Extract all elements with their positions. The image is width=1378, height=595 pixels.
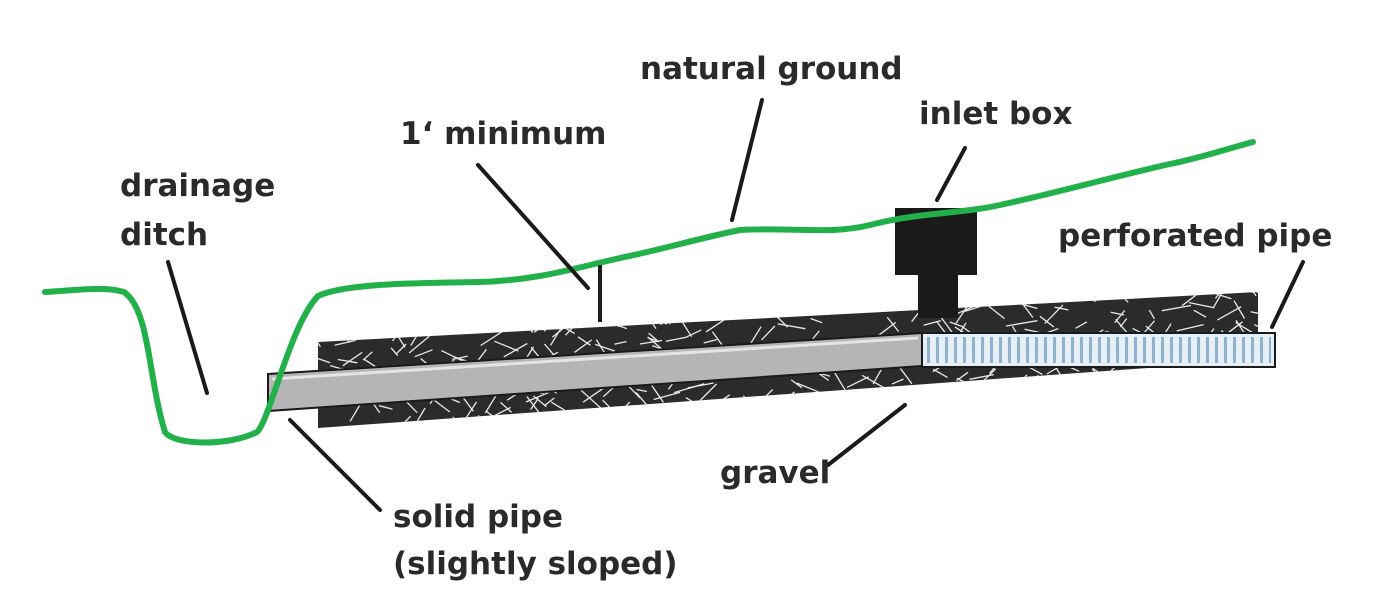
perforated-pipe <box>921 332 1276 368</box>
label-solid-pipe-line1: solid pipe <box>393 499 564 535</box>
label-inlet-box: inlet box <box>919 96 1073 132</box>
leader-gravel <box>826 403 907 467</box>
inlet-box <box>895 208 977 318</box>
leader-solid-pipe <box>288 418 382 512</box>
label-natural-ground: natural ground <box>640 51 903 87</box>
label-gravel: gravel <box>720 455 831 491</box>
leader-drainage-ditch <box>166 260 209 395</box>
label-drainage-ditch-line1: drainage <box>120 168 276 204</box>
label-perforated-pipe: perforated pipe <box>1058 218 1333 254</box>
label-solid-pipe-line2: (slightly sloped) <box>393 546 678 582</box>
leader-inlet-box <box>935 146 967 202</box>
leader-perforated-pipe <box>1270 260 1305 329</box>
solid-pipe-highlight <box>271 336 919 381</box>
label-drainage-ditch-line2: ditch <box>120 217 209 253</box>
leader-natural-ground <box>730 98 764 222</box>
natural-ground-line <box>42 139 1256 446</box>
leader-lines <box>166 98 1305 512</box>
leader-minimum <box>476 163 590 290</box>
label-minimum: 1‘ minimum <box>400 116 607 152</box>
